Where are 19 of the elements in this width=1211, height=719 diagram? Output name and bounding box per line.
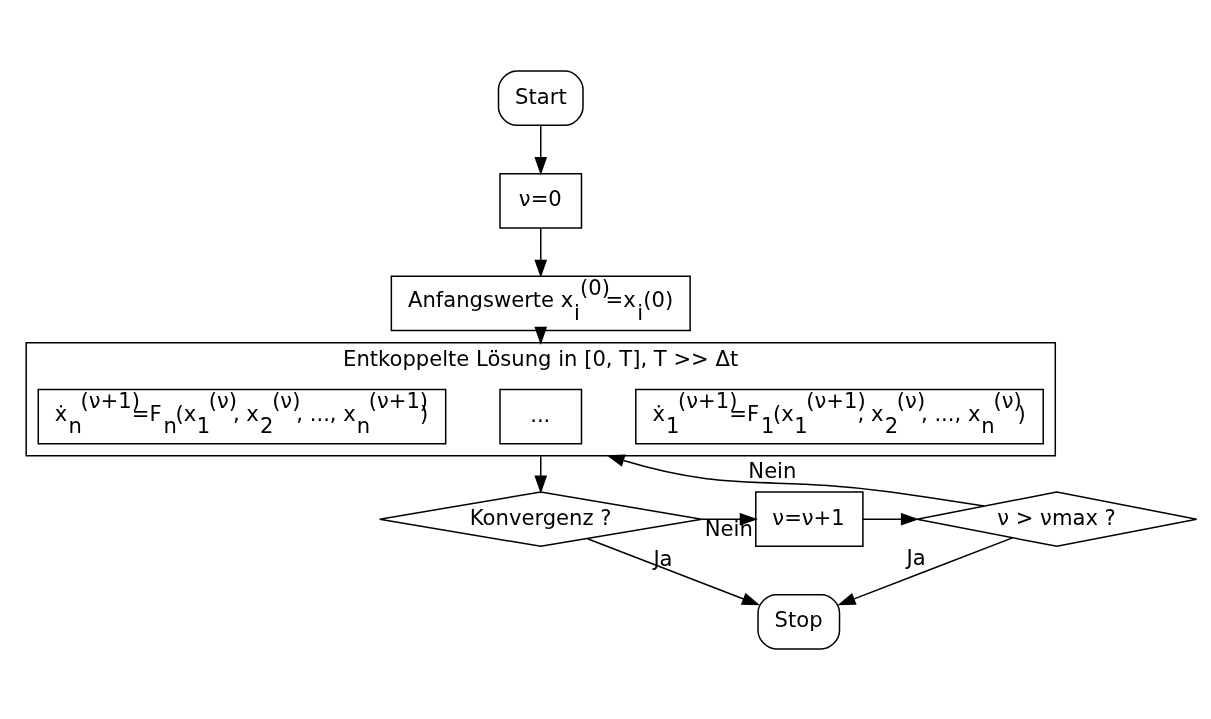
edge-label: Nein <box>748 457 797 483</box>
arrow <box>701 512 758 526</box>
edge-label: Nein <box>704 515 753 541</box>
node-box: ... <box>499 388 583 444</box>
arrow <box>606 454 985 507</box>
edge-label: Ja <box>906 544 926 570</box>
node-diamond: ν > νmax ? <box>916 490 1198 547</box>
node-box: ν=ν+1 <box>755 490 864 547</box>
arrow <box>862 512 920 526</box>
node-box: Stop <box>757 593 841 650</box>
arrow <box>534 124 548 175</box>
node-box: ν=0 <box>499 172 583 229</box>
node-box: Start <box>497 69 584 126</box>
edge-label: Ja <box>653 545 673 571</box>
arrow <box>534 227 548 278</box>
node-diamond: Konvergenz ? <box>378 490 703 547</box>
arrow <box>534 454 548 494</box>
arrow <box>586 537 761 605</box>
arrow <box>837 536 1014 605</box>
